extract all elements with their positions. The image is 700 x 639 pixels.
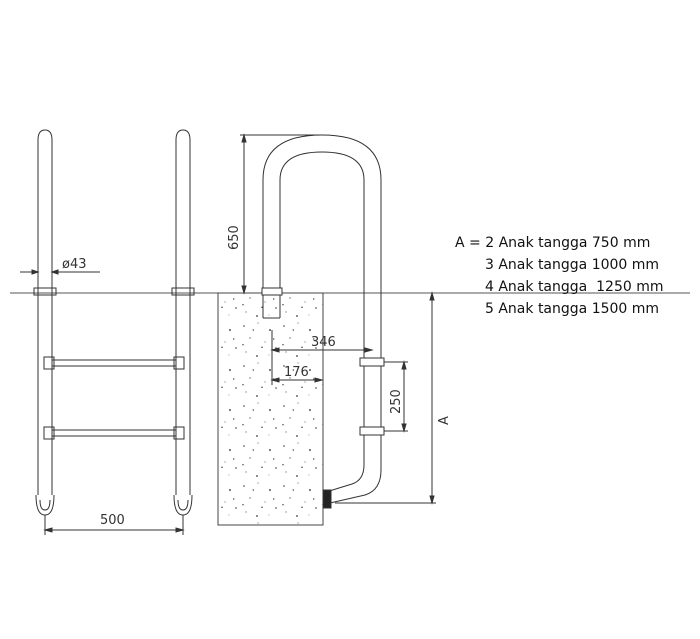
right-rail — [175, 129, 191, 495]
wall-anchor — [322, 489, 332, 509]
dim-depth-label: A — [437, 416, 452, 425]
left-rail — [37, 129, 53, 495]
dim-offset-outer-label: 346 — [311, 335, 336, 350]
bolt-bottom — [359, 426, 385, 436]
legend-line: 4 Anak tangga 1250 mm — [485, 279, 664, 295]
bolt-top — [359, 357, 385, 367]
dim-offset-inner-label: 176 — [284, 365, 309, 380]
handrail-outer — [262, 134, 382, 504]
dim-diameter-label: ø43 — [62, 257, 87, 272]
step-1 — [51, 359, 177, 367]
dim-width-label: 500 — [100, 513, 125, 528]
legend-line: 5 Anak tangga 1500 mm — [485, 301, 660, 317]
concrete-wall — [217, 292, 324, 526]
right-flange — [171, 287, 195, 296]
legend-line: 3 Anak tangga 1000 mm — [485, 257, 660, 273]
step-2 — [51, 429, 177, 437]
front-view — [20, 129, 195, 535]
depth-legend: A = 2 Anak tangga 750 mm 3 Anak tangga 1… — [455, 232, 664, 320]
dim-anchor-spacing-label: 250 — [389, 389, 404, 414]
side-view — [217, 133, 436, 526]
left-flange — [33, 287, 57, 296]
legend-line: A = 2 Anak tangga 750 mm — [455, 235, 651, 251]
dim-height-label: 650 — [227, 225, 242, 250]
handrail-inner — [279, 151, 365, 493]
